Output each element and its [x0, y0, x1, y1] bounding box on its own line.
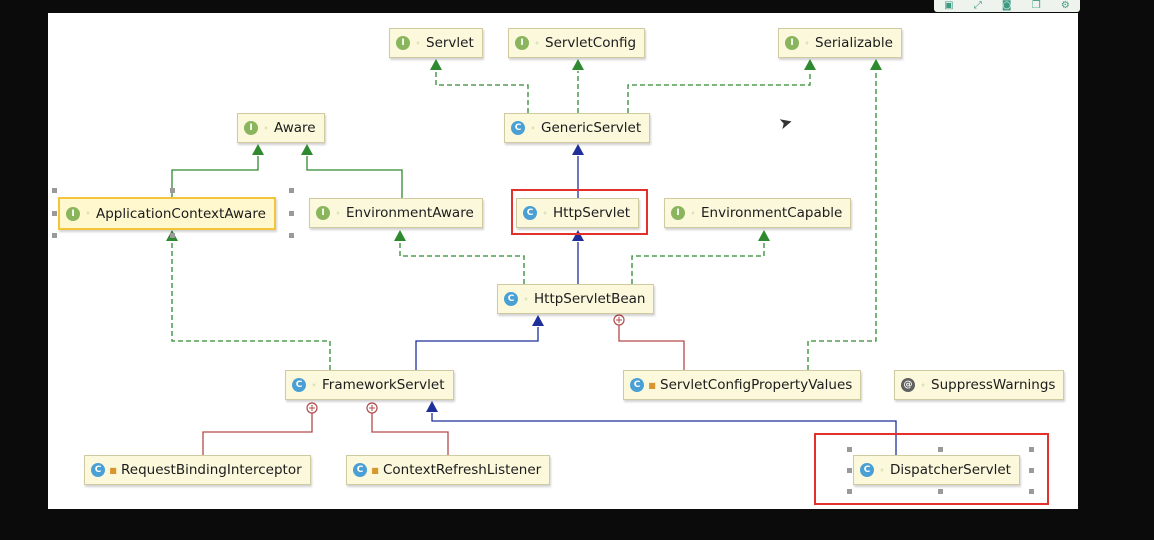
selection-handle[interactable] — [847, 489, 852, 494]
node-frameworkservlet[interactable]: C ◦ FrameworkServlet — [285, 370, 454, 400]
fullscreen-icon[interactable]: ⤢ — [973, 0, 982, 11]
public-icon: ◦ — [542, 208, 548, 218]
node-httpservlet[interactable]: C ◦ HttpServlet — [516, 198, 640, 228]
selection-handle[interactable] — [52, 211, 57, 216]
interface-icon: I — [244, 121, 258, 135]
interface-icon: I — [316, 206, 330, 220]
node-contextrefreshlistener[interactable]: C ■ ContextRefreshListener — [346, 455, 551, 485]
node-label: EnvironmentCapable — [701, 205, 843, 221]
selection-handle[interactable] — [170, 188, 175, 193]
selection-handle[interactable] — [1029, 468, 1034, 473]
node-label: HttpServlet — [553, 205, 631, 221]
public-icon: ◦ — [920, 380, 926, 390]
public-icon: ◦ — [523, 294, 529, 304]
copy-icon[interactable]: ❐ — [1031, 0, 1041, 11]
node-environmentcapable[interactable]: I ◦ EnvironmentCapable — [664, 198, 852, 228]
node-label: ServletConfig — [545, 35, 637, 51]
node-label: ContextRefreshListener — [383, 462, 542, 478]
selection-handle[interactable] — [1029, 489, 1034, 494]
selection-handle[interactable] — [289, 211, 294, 216]
node-servletconfig[interactable]: I ◦ ServletConfig — [508, 28, 646, 58]
public-icon: ◦ — [690, 208, 696, 218]
class-icon: C — [353, 463, 367, 477]
class-icon: C — [504, 292, 518, 306]
node-label: FrameworkServlet — [322, 377, 445, 393]
public-icon: ◦ — [335, 208, 341, 218]
highlight-httpservlet — [511, 189, 648, 235]
node-label: Serializable — [815, 35, 893, 51]
selection-handle[interactable] — [1029, 447, 1034, 452]
public-icon: ◦ — [263, 123, 269, 133]
selection-handle[interactable] — [938, 489, 943, 494]
node-requestbindinginterceptor[interactable]: C ■ RequestBindingInterceptor — [84, 455, 311, 485]
node-label: SuppressWarnings — [931, 377, 1056, 393]
selection-handle[interactable] — [52, 233, 57, 238]
class-icon: C — [91, 463, 105, 477]
node-aware[interactable]: I ◦ Aware — [237, 113, 325, 143]
node-suppresswarnings[interactable]: @ ◦ SuppressWarnings — [894, 370, 1065, 400]
node-label: Servlet — [426, 35, 474, 51]
interface-icon: I — [671, 206, 685, 220]
node-serializable[interactable]: I ◦ Serializable — [778, 28, 902, 58]
highlight-dispatcherservlet — [814, 433, 1049, 505]
class-icon: C — [511, 121, 525, 135]
public-icon: ◦ — [415, 38, 421, 48]
class-icon: C — [860, 463, 874, 477]
interface-icon: I — [515, 36, 529, 50]
class-icon: C — [630, 378, 644, 392]
selection-handle[interactable] — [847, 447, 852, 452]
settings-icon[interactable]: ⚙ — [1060, 0, 1070, 11]
node-label: DispatcherServlet — [890, 462, 1011, 478]
public-icon: ◦ — [879, 465, 885, 475]
node-httpservletbean[interactable]: C ◦ HttpServletBean — [497, 284, 655, 314]
public-icon: ◦ — [311, 380, 317, 390]
annotation-icon: @ — [901, 378, 915, 392]
public-icon: ◦ — [85, 209, 91, 218]
private-lock-icon: ■ — [371, 465, 379, 475]
node-label: ServletConfigPropertyValues — [660, 377, 853, 393]
node-genericservlet[interactable]: C ◦ GenericServlet — [504, 113, 651, 143]
selection-handle[interactable] — [52, 188, 57, 193]
public-icon: ◦ — [534, 38, 540, 48]
selection-handle[interactable] — [289, 233, 294, 238]
save-icon[interactable]: ◙ — [1001, 0, 1012, 11]
node-label: ApplicationContextAware — [96, 205, 266, 222]
selection-handle[interactable] — [938, 447, 943, 452]
node-dispatcherservlet[interactable]: C ◦ DispatcherServlet — [853, 455, 1020, 485]
public-icon: ◦ — [804, 38, 810, 48]
selection-handle[interactable] — [289, 188, 294, 193]
document-icon[interactable]: ▣ — [944, 0, 954, 11]
public-icon: ◦ — [530, 123, 536, 133]
node-servletconfigpropertyvalues[interactable]: C ■ ServletConfigPropertyValues — [623, 370, 862, 400]
node-label: HttpServletBean — [534, 291, 646, 307]
private-lock-icon: ■ — [109, 465, 117, 475]
diagram-toolbar: ▣ ⤢ ◙ ❐ ⚙ — [934, 0, 1080, 12]
node-servlet[interactable]: I ◦ Servlet — [389, 28, 483, 58]
node-environmentaware[interactable]: I ◦ EnvironmentAware — [309, 198, 483, 228]
node-label: GenericServlet — [541, 120, 642, 136]
class-icon: C — [292, 378, 306, 392]
interface-icon: I — [66, 206, 80, 221]
interface-icon: I — [396, 36, 410, 50]
interface-icon: I — [785, 36, 799, 50]
node-applicationcontextaware[interactable]: I ◦ ApplicationContextAware — [58, 197, 276, 230]
node-label: Aware — [274, 120, 316, 136]
node-label: EnvironmentAware — [346, 205, 474, 221]
node-label: RequestBindingInterceptor — [121, 462, 302, 478]
selection-handle[interactable] — [847, 468, 852, 473]
private-lock-icon: ■ — [648, 380, 656, 390]
selection-handle[interactable] — [170, 233, 175, 238]
class-icon: C — [523, 206, 537, 220]
